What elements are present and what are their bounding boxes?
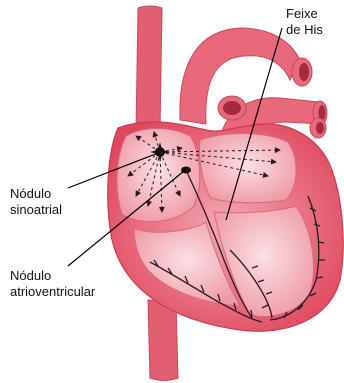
label-bundle-of-his: Feixe de His xyxy=(286,6,323,38)
label-bundle-of-his-line2: de His xyxy=(286,22,323,38)
label-atrioventricular-line1: Nódulo xyxy=(10,268,95,284)
inferior-vena-cava xyxy=(148,300,178,381)
aortic-branch-lumen xyxy=(299,63,309,81)
label-sinoatrial-line2: sinoatrial xyxy=(10,202,62,218)
label-sinoatrial-node: Nódulo sinoatrial xyxy=(10,186,62,218)
vessel-cross-section-lumen xyxy=(223,101,241,115)
label-sinoatrial-line1: Nódulo xyxy=(10,186,62,202)
label-atrioventricular-node: Nódulo atrioventricular xyxy=(10,268,95,300)
label-atrioventricular-line2: atrioventricular xyxy=(10,284,95,300)
pulmonary-vein-lumen xyxy=(316,122,324,134)
label-bundle-of-his-line1: Feixe xyxy=(286,6,323,22)
superior-vena-cava xyxy=(136,6,162,130)
